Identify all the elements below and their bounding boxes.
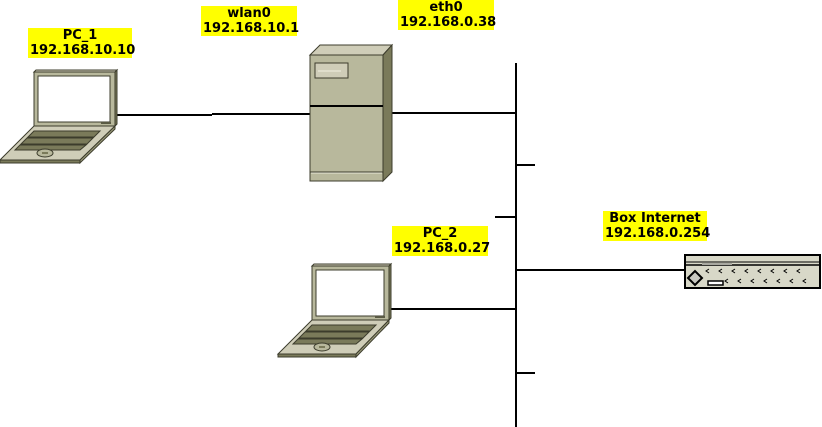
pc1-ip: 192.168.10.10 [30, 43, 136, 58]
box-ip: 192.168.0.254 [605, 226, 711, 241]
wlan0-label: wlan0 192.168.10.1 [201, 6, 300, 36]
router-box-icon[interactable] [684, 254, 821, 289]
pc1-label: PC_1 192.168.10.10 [28, 28, 136, 58]
box-name: Box Internet [609, 211, 701, 226]
eth0-label: eth0 192.168.0.38 [398, 0, 497, 30]
pc2-label: PC_2 192.168.0.27 [392, 226, 491, 256]
eth0-name: eth0 [429, 0, 463, 15]
box-label: Box Internet 192.168.0.254 [603, 211, 711, 241]
wlan0-ip: 192.168.10.1 [203, 21, 300, 36]
pc1-name: PC_1 [62, 28, 98, 43]
laptop-pc1-icon[interactable] [0, 68, 119, 165]
eth0-ip: 192.168.0.38 [400, 15, 497, 30]
pc2-ip: 192.168.0.27 [394, 241, 491, 256]
ethernet-bus [495, 63, 535, 427]
pc2-name: PC_2 [422, 226, 458, 241]
link-lines [115, 112, 685, 310]
server-icon[interactable] [308, 43, 394, 183]
wlan0-name: wlan0 [227, 6, 271, 21]
laptop-pc2-icon[interactable] [276, 262, 393, 359]
